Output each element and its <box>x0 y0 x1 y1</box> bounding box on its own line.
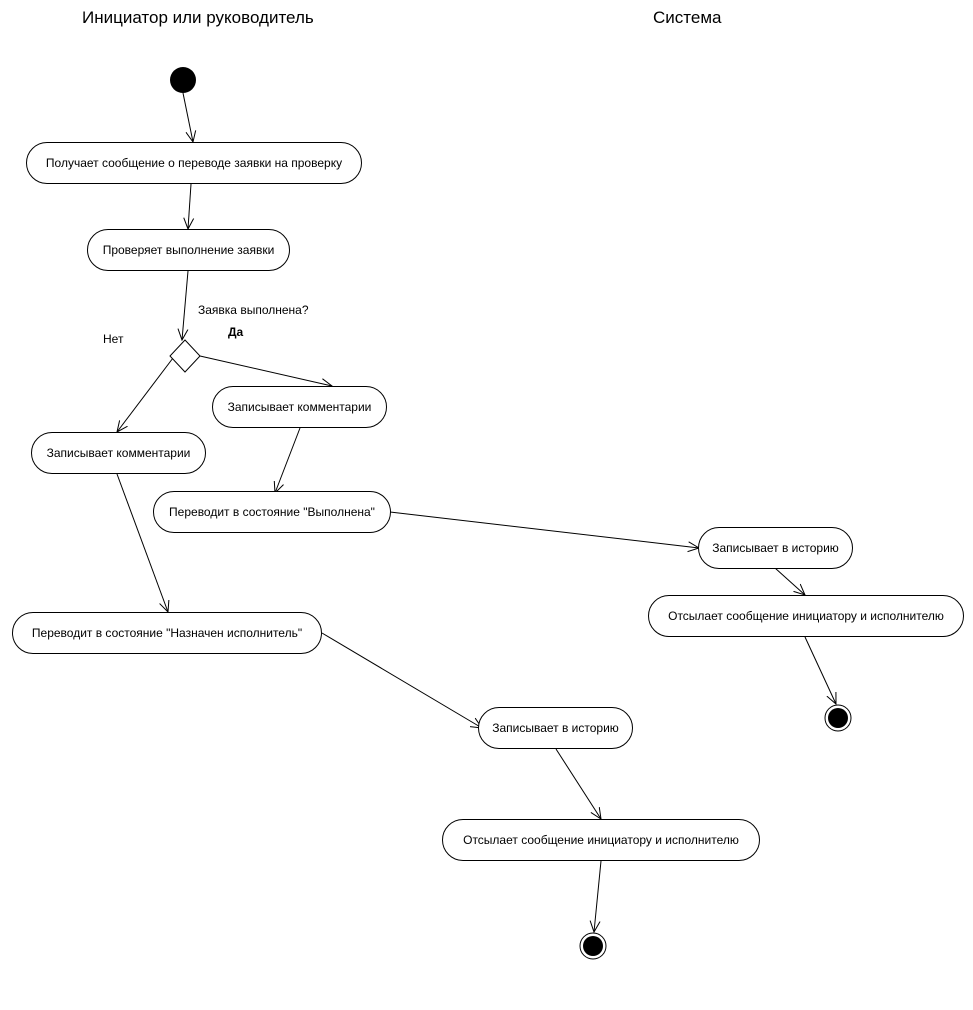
flow-check-to-decision <box>182 270 189 340</box>
action-comment-no: Записывает комментарии <box>31 432 206 474</box>
lane-title-system: Система <box>653 8 722 27</box>
flow-history-to-notify <box>774 567 805 595</box>
action-history-right: Записывает в историю <box>698 527 853 569</box>
decision-yes-label: Да <box>228 325 244 339</box>
decision-question-label: Заявка выполнена? <box>198 303 309 317</box>
flow-start-to-receive <box>182 92 193 142</box>
flow-decision-yes <box>199 355 332 386</box>
flow-decision-no <box>117 357 174 432</box>
flow-receive-to-check <box>188 183 191 229</box>
action-set-assigned: Переводит в состояние "Назначен исполнит… <box>12 612 322 654</box>
decision-no-label: Нет <box>103 332 124 346</box>
decision-node <box>169 339 201 373</box>
flow-comment-no-to-assigned <box>116 473 168 612</box>
action-check-request: Проверяет выполнение заявки <box>87 229 290 271</box>
flow-comment-yes-to-done <box>275 427 301 493</box>
flow-notify-to-end-bottom <box>594 860 602 932</box>
flow-history-to-notify-bottom <box>555 748 601 819</box>
action-notify-bottom: Отсылает сообщение инициатору и исполнит… <box>442 819 760 861</box>
flow-notify-to-end-right <box>804 636 836 704</box>
end-node-bottom-inner <box>583 936 603 956</box>
lane-title-initiator: Инициатор или руководитель <box>82 8 314 27</box>
action-receive-message: Получает сообщение о переводе заявки на … <box>26 142 362 184</box>
action-set-done: Переводит в состояние "Выполнена" <box>153 491 391 533</box>
start-node <box>170 67 196 93</box>
flow-done-to-history <box>389 511 699 548</box>
action-notify-right: Отсылает сообщение инициатору и исполнит… <box>648 595 964 637</box>
action-comment-yes: Записывает комментарии <box>212 386 387 428</box>
action-history-bottom: Записывает в историю <box>478 707 633 749</box>
end-node-right-inner <box>828 708 848 728</box>
flow-assigned-to-history <box>321 632 482 728</box>
